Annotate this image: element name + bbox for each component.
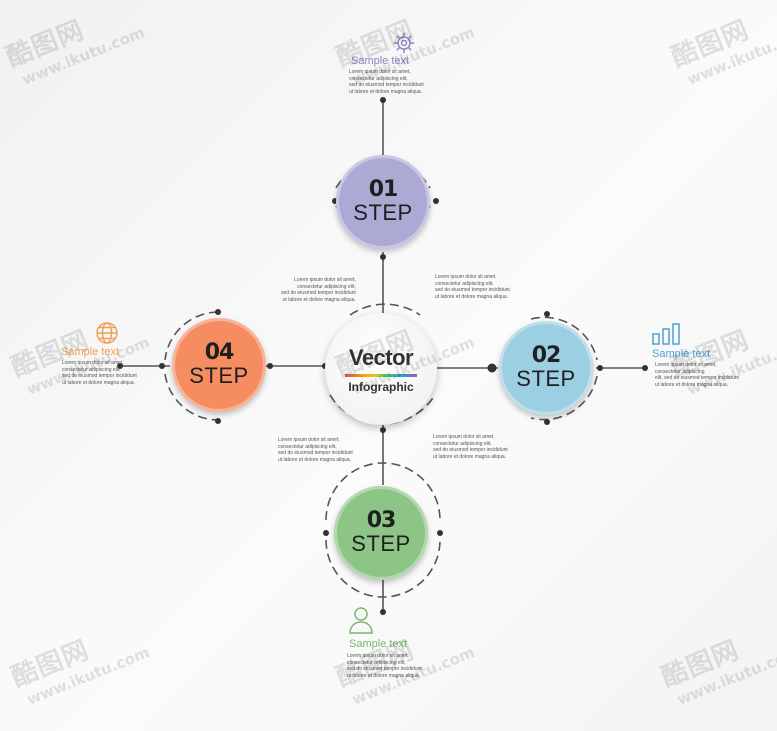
text-line: Lorem ipsum dolor sit amet,: [349, 69, 411, 75]
text-line: sed do eiusmod tempor incididunt: [62, 373, 137, 379]
right-label-title: Sample text: [652, 348, 711, 360]
text-line: sed do eiusmod tempor incididunt: [435, 287, 510, 293]
text-line: consectetur adipiscing elit,: [435, 280, 494, 287]
rainbow-bar: [345, 373, 417, 377]
top-label-text: Lorem ipsum dolor sit amet, consectetur …: [349, 69, 424, 95]
text-line: Lorem ipsum dolor sit amet,: [655, 362, 717, 368]
note-bottom-right: Lorem ipsum dolor sit amet, consectetur …: [433, 434, 508, 460]
text-line: consectetur adipiscing: [655, 368, 705, 375]
text-line: Lorem ipsum dolor sit amet,: [62, 360, 124, 366]
note-top-right: Lorem ipsum dolor sit amet, consectetur …: [435, 274, 510, 300]
note-bottom-left: Lorem ipsum dolor sit amet, consectetur …: [278, 437, 353, 463]
text-line: ut labore et dolore magna aliqua.: [62, 379, 136, 386]
text-line: ut labore et dolore magna aliqua.: [655, 381, 729, 388]
text-line: consectetur adipiscing elit,: [278, 443, 337, 450]
step-01-circle: 01 STEP: [336, 155, 430, 249]
user-icon: [349, 607, 373, 634]
center-subtitle: Infographic: [348, 379, 414, 394]
text-line: Lorem ipsum dolor sit amet,: [433, 434, 495, 440]
text-line: consectetur adipiscing elit,: [349, 75, 408, 82]
step-04-circle: 04 STEP: [172, 318, 266, 412]
text-line: ut labore et dolore magna aliqua.: [433, 453, 507, 460]
gear-icon: [394, 33, 414, 53]
text-line: consectetur adipiscing elit,: [297, 283, 356, 290]
text-line: Lorem ipsum dolor sit amet,: [347, 653, 409, 659]
left-label-text: Lorem ipsum dolor sit amet, consectetur …: [62, 360, 137, 386]
text-line: sed do eiusmod tempor incididunt: [347, 666, 422, 672]
step-01-word: STEP: [353, 200, 413, 225]
step-02-circle: 02 STEP: [499, 321, 593, 415]
text-line: sed do eiusmod tempor incididunt: [349, 82, 424, 88]
text-line: consectetur adipiscing elit,: [347, 659, 406, 666]
left-label-title: Sample text: [61, 346, 120, 358]
step-02-number: 02: [531, 343, 562, 368]
text-line: Lorem ipsum dolor sit amet,: [435, 274, 497, 280]
text-line: Lorem ipsum dolor sit amet,: [294, 277, 356, 283]
step-01-number: 01: [368, 177, 399, 202]
step-04-word: STEP: [189, 363, 249, 388]
bottom-label-title: Sample text: [349, 638, 408, 650]
step-02-word: STEP: [516, 366, 576, 391]
text-line: ut labore et dolore magna aliqua.: [347, 672, 421, 679]
center-title: Vector: [348, 344, 414, 370]
top-label-title: Sample text: [351, 55, 410, 67]
bar-chart-icon: [652, 323, 680, 345]
step-03-circle: 03 STEP: [334, 486, 428, 580]
bottom-label-text: Lorem ipsum dolor sit amet, consectetur …: [347, 653, 422, 679]
text-line: sed do eiusmod tempor incididunt: [281, 290, 356, 296]
text-line: ut labore et dolore magna aliqua.: [282, 296, 356, 303]
step-03-number: 03: [366, 508, 397, 533]
globe-icon: [96, 322, 118, 344]
text-line: elit, sed do eiusmod tempor incididunt: [655, 375, 739, 381]
step-04-number: 04: [204, 340, 235, 365]
note-top-left: Lorem ipsum dolor sit amet, consectetur …: [281, 277, 356, 303]
text-line: Lorem ipsum dolor sit amet,: [278, 437, 340, 443]
text-line: ut labore et dolore magna aliqua.: [349, 88, 423, 95]
text-line: consectetur adipiscing elit,: [62, 366, 121, 373]
text-line: sed do eiusmod tempor incididunt: [433, 447, 508, 453]
text-line: ut labore et dolore magna aliqua.: [435, 293, 509, 300]
center-circle: Vector Infographic: [325, 313, 437, 425]
step-03-word: STEP: [351, 531, 411, 556]
right-label-text: Lorem ipsum dolor sit amet, consectetur …: [655, 362, 739, 388]
text-line: consectetur adipiscing elit,: [433, 440, 492, 447]
text-line: ut labore et dolore magna aliqua.: [278, 456, 352, 463]
text-line: sed do eiusmod tempor incididunt: [278, 450, 353, 456]
